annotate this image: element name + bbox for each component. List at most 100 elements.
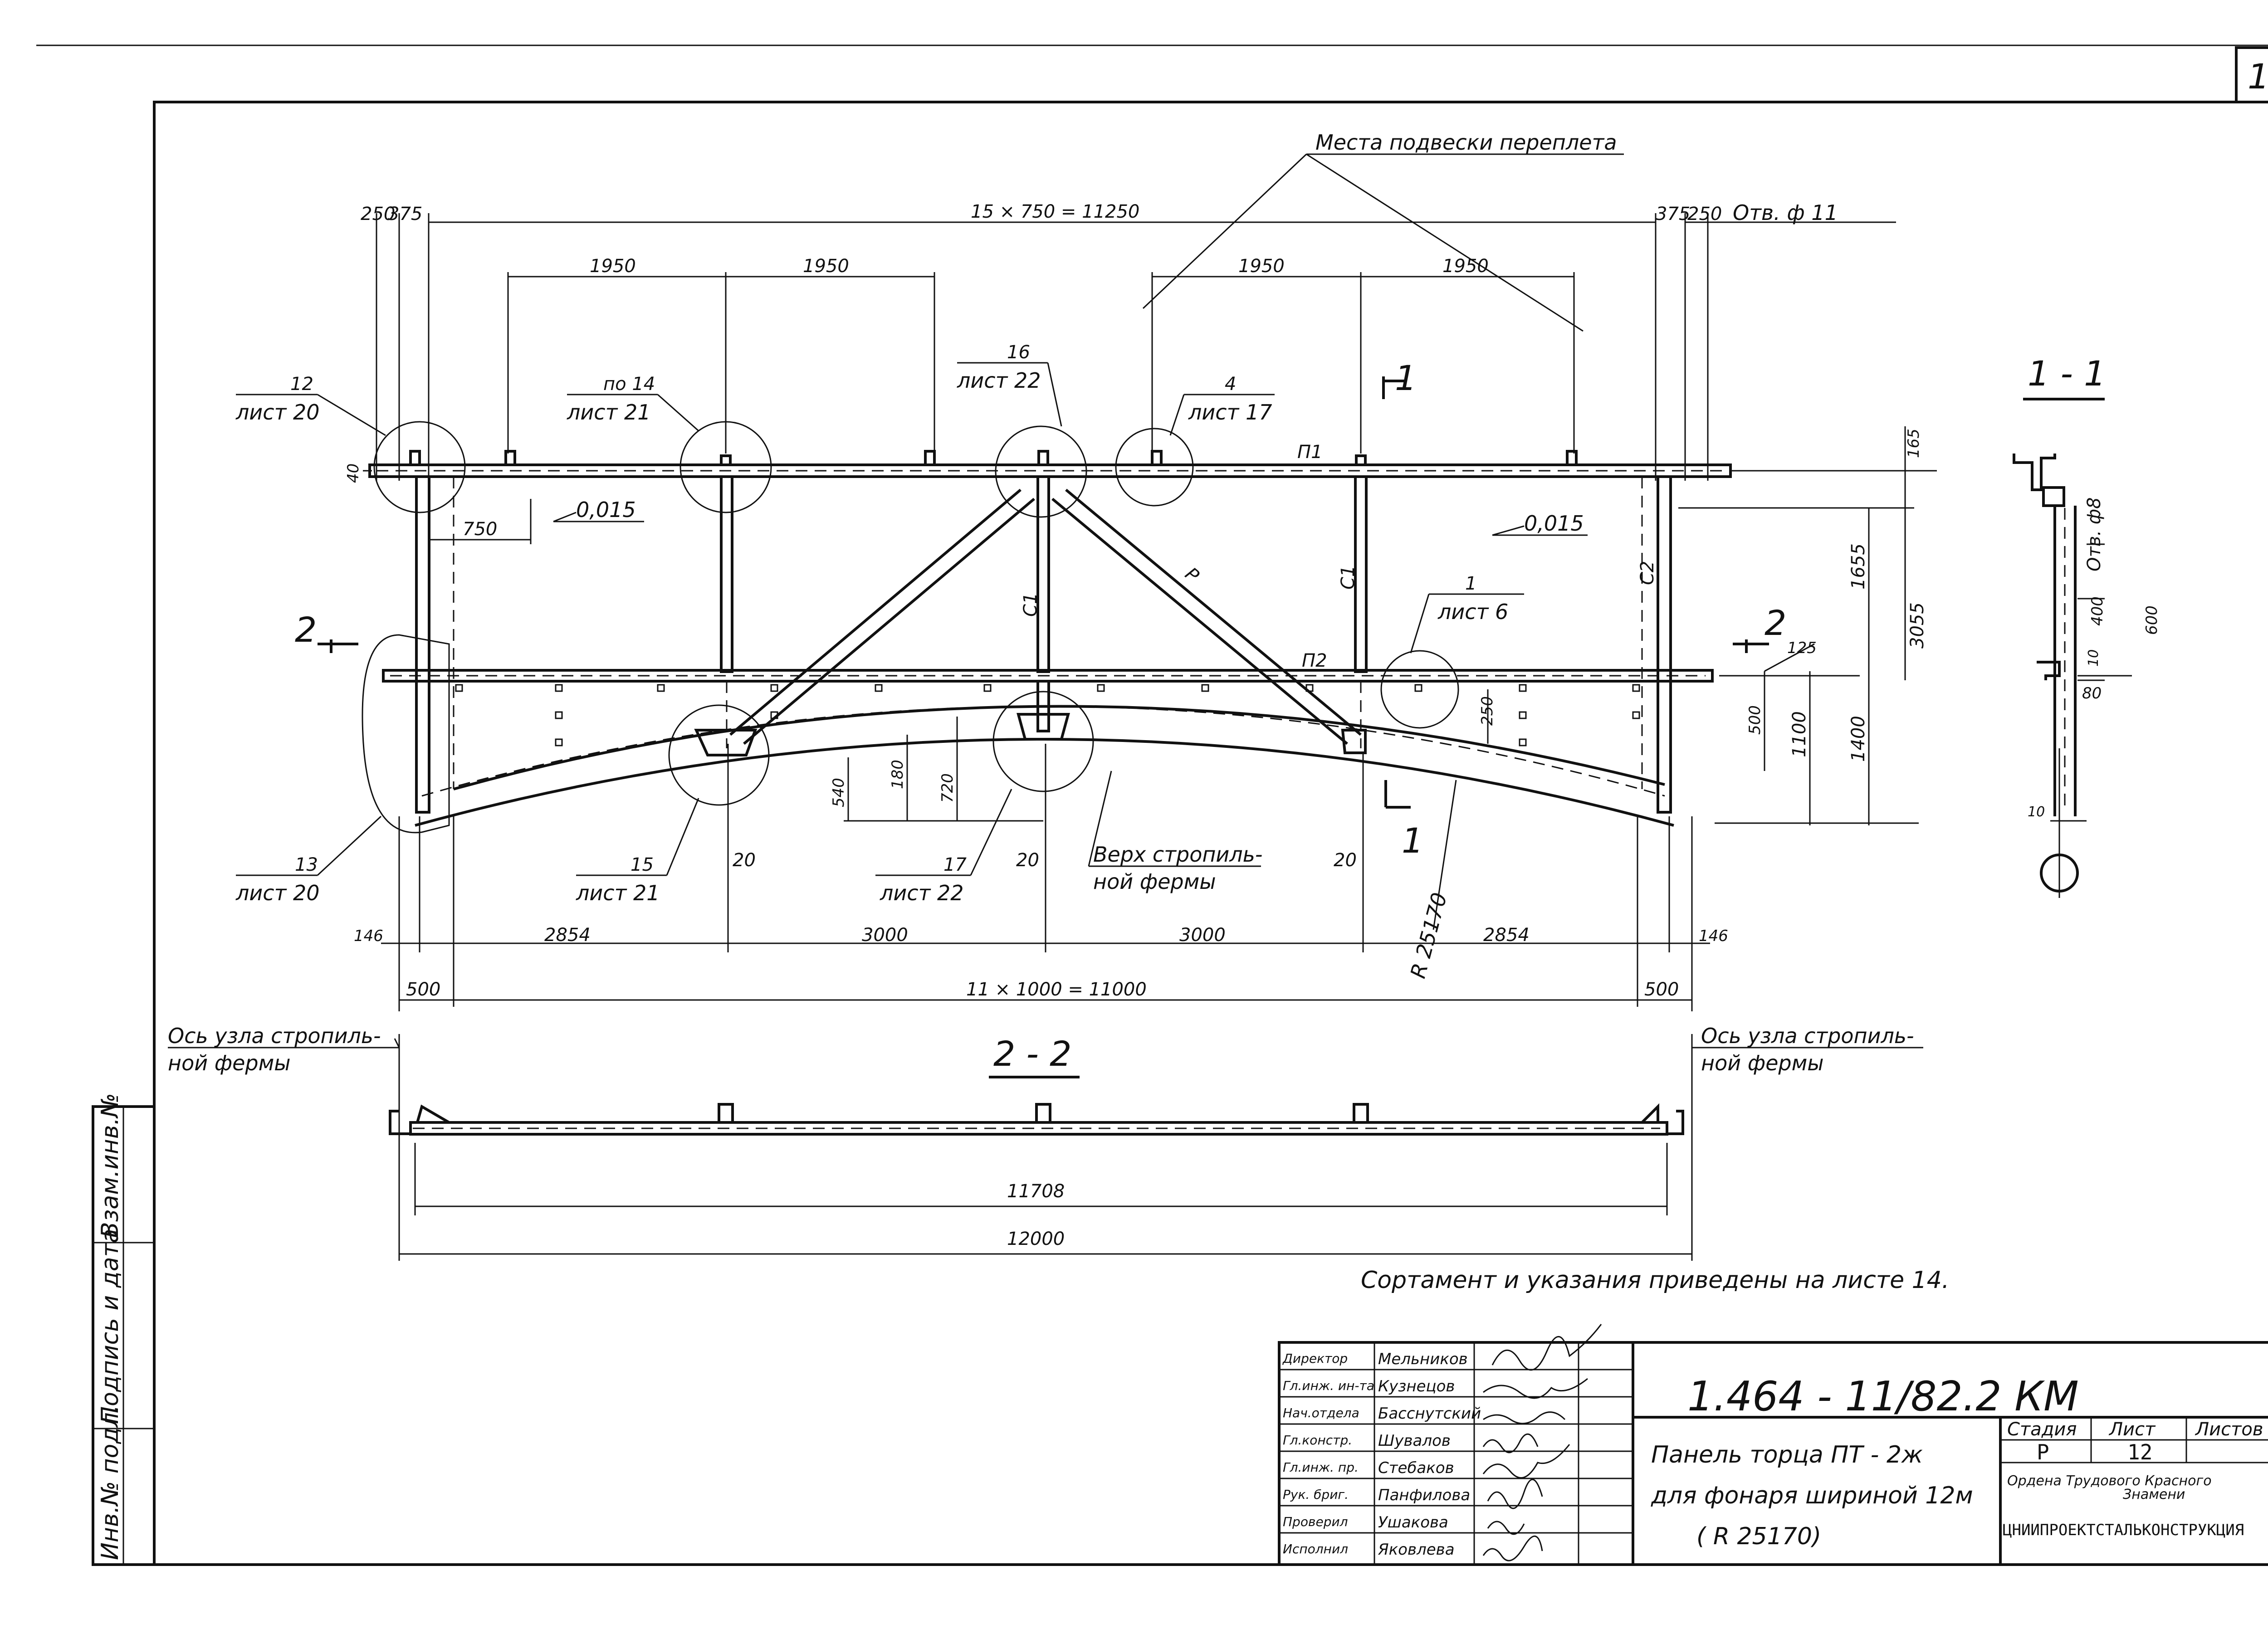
label-p2: П2 bbox=[1302, 650, 1327, 671]
dim-165: 165 bbox=[1905, 429, 1923, 458]
sig-name-7: Яковлева bbox=[1378, 1541, 1455, 1559]
callout-4-top: 4 bbox=[1225, 374, 1236, 395]
sig-name-0: Мельников bbox=[1378, 1350, 1468, 1368]
sig-name-6: Ушакова bbox=[1378, 1513, 1448, 1532]
doc-code: 1.464 - 11/82.2 КМ bbox=[1687, 1373, 2079, 1420]
label-radius: R 25170 bbox=[1405, 890, 1452, 981]
cut-mark-2-right: 2 bbox=[1765, 603, 1786, 643]
dim-10-b: 10 bbox=[2028, 804, 2045, 820]
dim-top-left-250: 250 bbox=[361, 204, 395, 224]
label-c1-a: С1 bbox=[1020, 593, 1041, 617]
cut-mark-2-left: 2 bbox=[295, 610, 317, 650]
slope-right: 0,015 bbox=[1524, 511, 1584, 536]
callouts: 1 2 лист 20 по 14 лист 21 16 лист 22 4 ли… bbox=[235, 342, 1508, 905]
callout-4-bottom: лист 17 bbox=[1188, 400, 1272, 424]
callout-12-bottom: лист 20 bbox=[235, 400, 320, 424]
dim-500: 500 bbox=[1746, 705, 1764, 735]
stamp-replace-inv: Взам.инв.№ bbox=[97, 1093, 124, 1238]
sig-role-6: Проверил bbox=[1283, 1514, 1348, 1529]
dim-750: 750 bbox=[463, 519, 497, 540]
section-2-2-title: 2 - 2 bbox=[993, 1034, 1071, 1074]
dim-1950-a: 1950 bbox=[590, 256, 636, 277]
sig-name-2: Басснутский bbox=[1378, 1405, 1481, 1423]
stage-value: Р bbox=[2037, 1440, 2049, 1464]
dim-top-right-375: 375 bbox=[1656, 204, 1690, 224]
dim-12000: 12000 bbox=[1007, 1229, 1065, 1249]
sig-role-3: Гл.констр. bbox=[1283, 1433, 1352, 1448]
callout-1-bottom: лист 6 bbox=[1437, 600, 1508, 624]
dim-1950-c: 1950 bbox=[1238, 256, 1285, 277]
dim-2854-right: 2854 bbox=[1483, 925, 1530, 946]
dim-500-right: 500 bbox=[1644, 979, 1679, 1000]
doc-name-2: для фонаря шириной 12м bbox=[1651, 1482, 1973, 1509]
dim-11708: 11708 bbox=[1007, 1181, 1065, 1202]
callout-16-top: 16 bbox=[1007, 342, 1030, 363]
dim-540: 540 bbox=[830, 778, 848, 807]
stamp-inv-orig: Инв.№ подл. bbox=[97, 1405, 124, 1560]
dim-1655: 1655 bbox=[1848, 543, 1869, 590]
callout-15-top: 15 bbox=[631, 854, 654, 875]
callout-14-bottom: лист 21 bbox=[567, 400, 651, 424]
dimension-lines bbox=[168, 153, 1937, 1261]
dim-125: 125 bbox=[1787, 639, 1817, 657]
dim-top-left-375: 375 bbox=[388, 204, 422, 224]
dim-3000-a: 3000 bbox=[862, 925, 908, 946]
sheet-value: 12 bbox=[2127, 1440, 2152, 1464]
callout-14-top: по 14 bbox=[603, 374, 655, 395]
dim-1400: 1400 bbox=[1848, 716, 1869, 762]
dim-146-left: 146 bbox=[354, 927, 383, 945]
label-suspension: Места подвески переплета bbox=[1315, 130, 1617, 155]
sig-role-2: Нач.отдела bbox=[1283, 1405, 1359, 1420]
sig-name-5: Панфилова bbox=[1378, 1486, 1470, 1504]
dim-span-bottom: 11 × 1000 = 11000 bbox=[966, 979, 1147, 1000]
dim-146-right: 146 bbox=[1699, 927, 1728, 945]
dim-80: 80 bbox=[2082, 684, 2102, 702]
label-truss-top: Верх стропиль- bbox=[1093, 842, 1262, 867]
sig-role-5: Рук. бриг. bbox=[1283, 1487, 1349, 1502]
axis-right-line1: Ось узла стропиль- bbox=[1701, 1024, 1914, 1048]
sheets-header: Листов bbox=[2195, 1419, 2263, 1440]
sig-role-4: Гл.инж. пр. bbox=[1283, 1460, 1359, 1475]
sig-name-1: Кузнецов bbox=[1378, 1377, 1455, 1395]
org-line-2: Знамени bbox=[2123, 1487, 2185, 1502]
dimension-texts: 250 375 15 × 750 = 11250 375 250 Отв. ф … bbox=[168, 130, 1928, 1075]
dim-500-left: 500 bbox=[406, 979, 440, 1000]
dim-1950-d: 1950 bbox=[1442, 256, 1489, 277]
sig-name-4: Стебаков bbox=[1378, 1459, 1454, 1477]
axis-left-line2: ной фермы bbox=[168, 1051, 291, 1075]
callout-1-top: 1 bbox=[1465, 573, 1476, 594]
label-truss-top-2: ной фермы bbox=[1093, 869, 1216, 894]
doc-name-3: ( R 25170) bbox=[1696, 1523, 1821, 1550]
sheet-number-box bbox=[2235, 46, 2268, 103]
dim-20-b: 20 bbox=[1016, 850, 1039, 871]
dim-1950-b: 1950 bbox=[803, 256, 849, 277]
dim-1100: 1100 bbox=[1789, 711, 1810, 757]
section-1-1-title: 1 - 1 bbox=[2028, 353, 2106, 394]
dim-3055: 3055 bbox=[1907, 602, 1928, 649]
dim-2854-left: 2854 bbox=[544, 925, 591, 946]
dim-40: 40 bbox=[344, 463, 362, 483]
dim-180: 180 bbox=[889, 760, 907, 789]
section-holes: Отв. ф8 bbox=[2084, 498, 2105, 571]
callout-17-bottom: лист 22 bbox=[880, 881, 964, 905]
panel-elevation bbox=[362, 421, 1732, 834]
slope-left: 0,015 bbox=[576, 498, 636, 522]
dim-top-span: 15 × 750 = 11250 bbox=[971, 201, 1139, 222]
side-stamp: Инв.№ подл. Подпись и дата Взам.инв.№ bbox=[92, 1093, 156, 1566]
note-text: Сортамент и указания приведены на листе … bbox=[1361, 1267, 1949, 1294]
callout-13-bottom: лист 20 bbox=[235, 881, 320, 905]
stamp-sign-date: Подпись и дата bbox=[97, 1229, 124, 1424]
label-p1: П1 bbox=[1297, 442, 1323, 463]
label-holes: Отв. ф 11 bbox=[1733, 200, 1838, 225]
dim-720: 720 bbox=[938, 773, 957, 803]
org-line-3: ЦНИИПРОЕКТСТАЛЬКОНСТРУКЦИЯ bbox=[2003, 1521, 2244, 1539]
dim-3000-b: 3000 bbox=[1179, 925, 1226, 946]
dim-600: 600 bbox=[2143, 605, 2161, 635]
dim-top-right-250: 250 bbox=[1687, 204, 1722, 224]
sheet-header: Лист bbox=[2108, 1419, 2156, 1440]
drawing-frame bbox=[153, 101, 2268, 1566]
callout-17-top: 17 bbox=[943, 854, 967, 875]
stage-header: Стадия bbox=[2007, 1419, 2077, 1440]
label-r: Р bbox=[1181, 563, 1203, 586]
